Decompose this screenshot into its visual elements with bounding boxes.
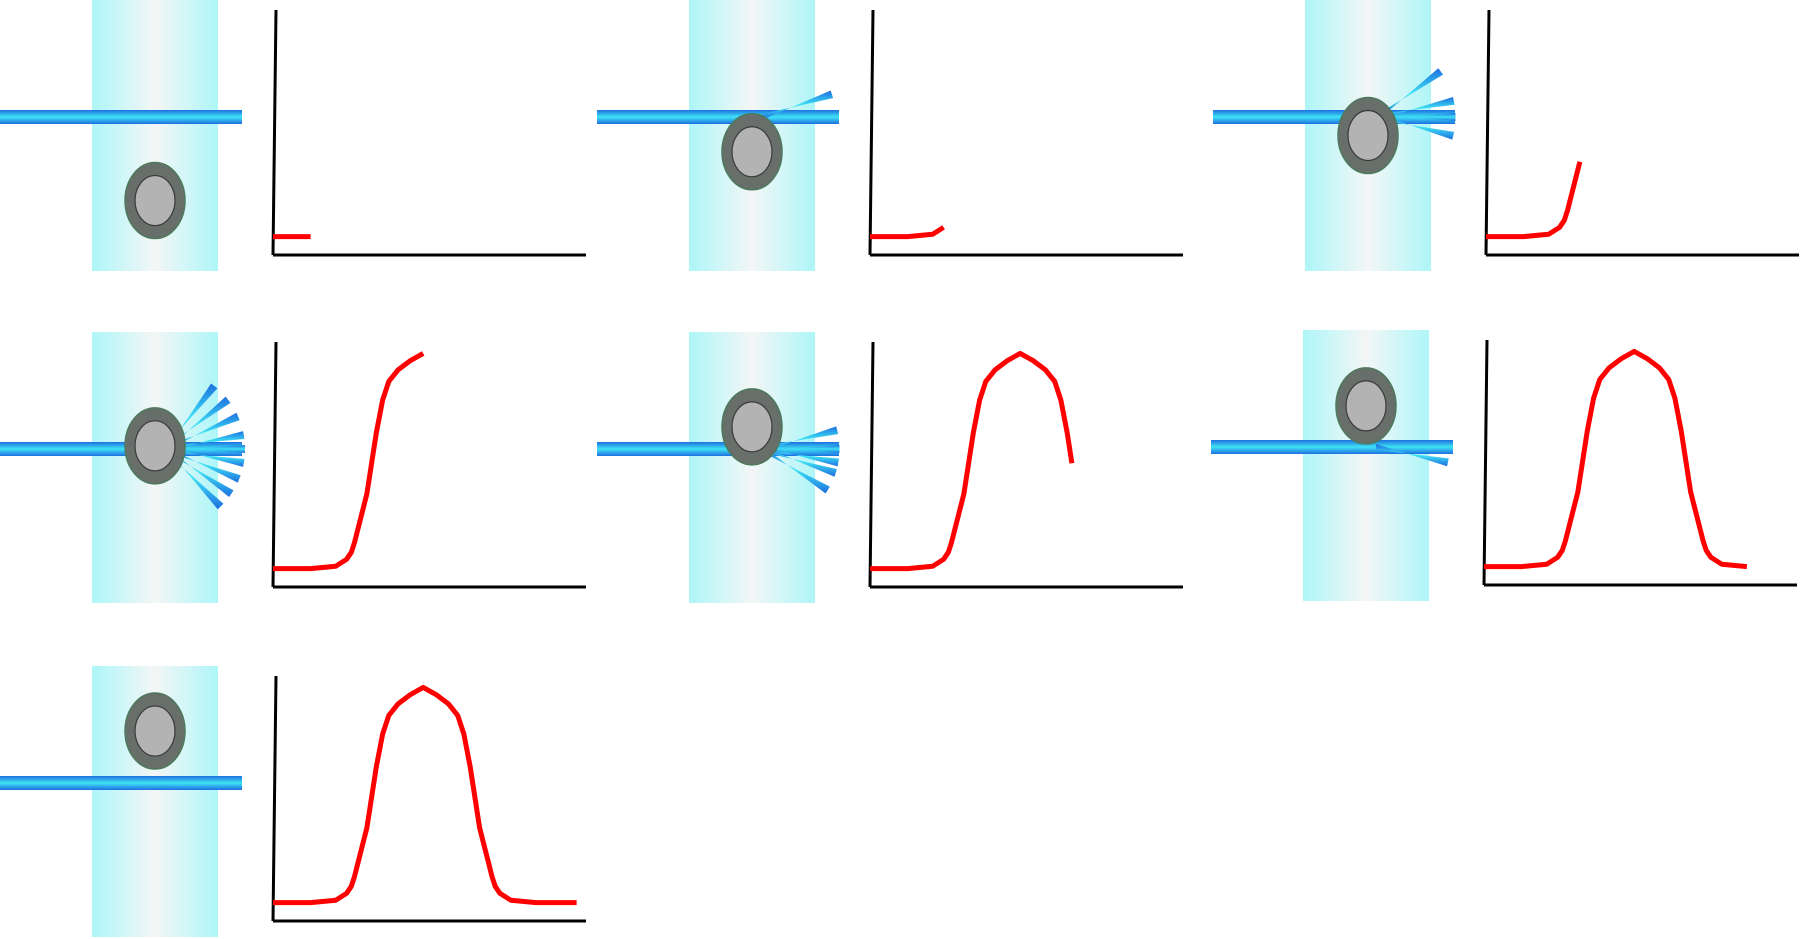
panel-step-4 — [0, 332, 586, 603]
panel-step-5 — [597, 332, 1183, 603]
scattered-ray-icon — [165, 445, 245, 453]
signal-trace — [273, 684, 577, 906]
y-axis — [1484, 9, 1491, 256]
scattered-ray-icon — [762, 90, 834, 120]
scattered-ray-icon — [762, 426, 839, 452]
panel-step-1 — [0, 0, 586, 271]
signal-trace — [273, 351, 425, 572]
scattered-ray-icon — [165, 446, 241, 483]
scattered-ray-icon — [1378, 68, 1444, 120]
scattered-ray-icon — [762, 446, 840, 467]
y-axis — [271, 9, 278, 256]
scattered-ray-icon — [165, 446, 224, 510]
panel-step-7 — [0, 666, 586, 937]
laser-beam-icon — [0, 110, 242, 124]
laser-beam-icon — [597, 110, 839, 124]
panel-step-3 — [1213, 0, 1799, 271]
laser-beam-icon — [1211, 440, 1453, 454]
particle-nucleus-icon — [134, 420, 176, 472]
y-axis — [1482, 339, 1489, 586]
particle-nucleus-icon — [731, 401, 773, 453]
particle-nucleus-icon — [1345, 380, 1387, 432]
y-axis — [271, 341, 278, 588]
y-axis — [868, 9, 875, 256]
scattered-ray-icon — [1378, 114, 1455, 140]
particle-nucleus-icon — [134, 174, 176, 227]
scattered-ray-icon — [165, 446, 234, 498]
flow-channel-icon — [689, 332, 815, 603]
y-axis — [271, 675, 278, 922]
scattered-ray-icon — [165, 431, 245, 452]
scattered-ray-icon — [165, 446, 245, 467]
scattered-ray-icon — [762, 446, 830, 494]
scattered-ray-icon — [762, 446, 837, 477]
particle-nucleus-icon — [1347, 109, 1389, 162]
scattered-ray-icon — [165, 412, 240, 452]
signal-trace — [870, 350, 1075, 572]
scattered-ray-icon — [1378, 96, 1455, 120]
scattered-ray-icon — [762, 445, 840, 453]
panel-step-2 — [597, 0, 1183, 271]
particle-nucleus-icon — [134, 705, 176, 757]
particle-nucleus-icon — [731, 126, 773, 178]
y-axis — [868, 341, 875, 588]
scattered-ray-icon — [165, 396, 231, 452]
panel-step-6 — [1211, 330, 1797, 601]
laser-beam-icon — [0, 776, 242, 790]
scattered-ray-icon — [1378, 113, 1456, 121]
scattered-ray-icon — [1376, 444, 1449, 467]
signal-trace — [1486, 161, 1583, 240]
signal-trace — [870, 225, 945, 240]
signal-trace — [1484, 348, 1748, 570]
scattered-ray-icon — [165, 383, 218, 452]
